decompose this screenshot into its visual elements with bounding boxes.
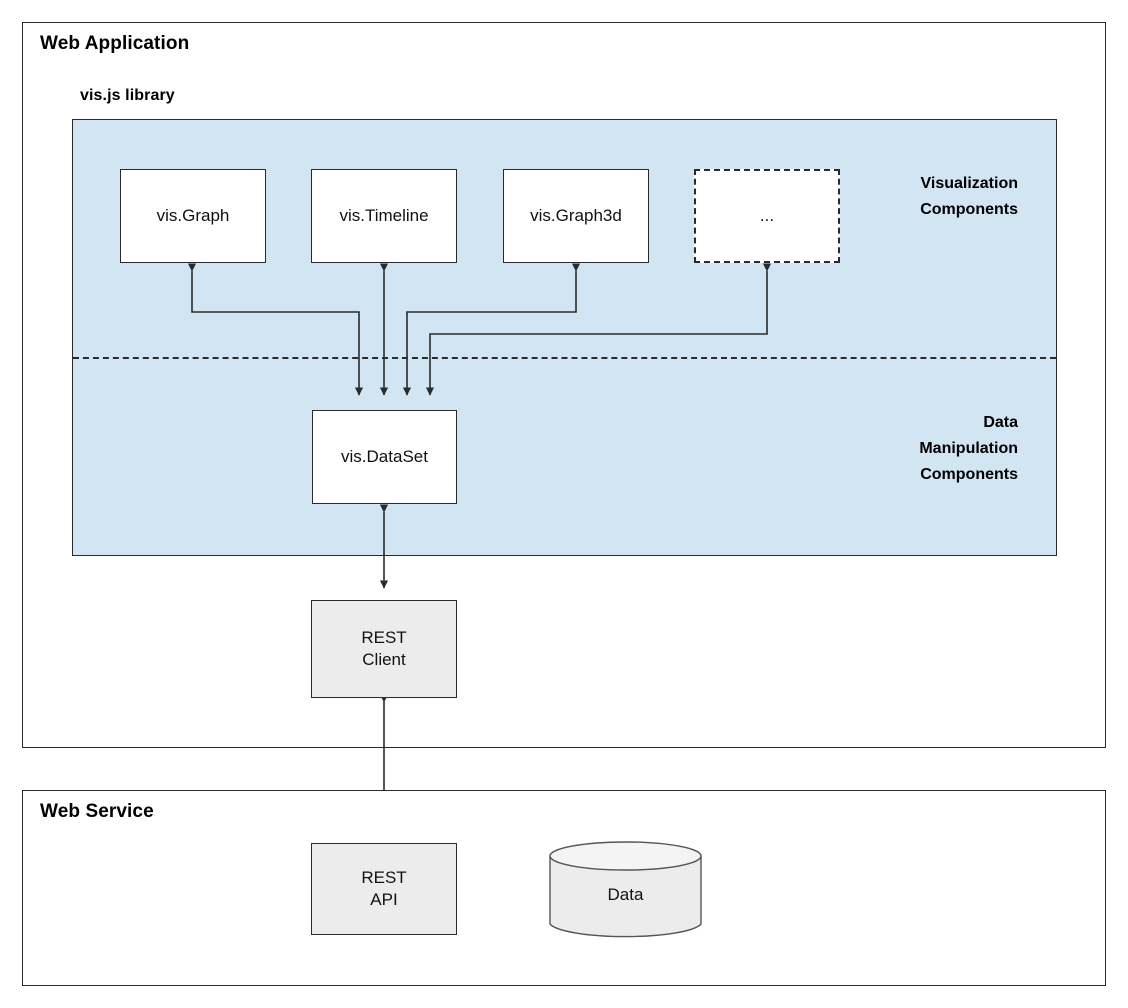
node-more-components[interactable]: ... (694, 169, 840, 263)
node-vis-timeline-label: vis.Timeline (339, 206, 429, 225)
node-rest-api-label: REST API (361, 868, 407, 909)
node-data-store[interactable]: Data (548, 841, 703, 939)
database-cylinder-icon (549, 841, 702, 938)
node-vis-dataset-label: vis.DataSet (341, 447, 428, 466)
section-label-data-manipulation: Data Manipulation Components (919, 414, 1018, 483)
node-vis-graph[interactable]: vis.Graph (120, 169, 266, 263)
node-vis-graph3d-label: vis.Graph3d (530, 206, 622, 225)
frame-web-application-title: Web Application (40, 33, 190, 54)
node-more-components-label: ... (759, 206, 775, 225)
section-label-visualization: Visualization Components (920, 175, 1018, 218)
node-vis-graph-label: vis.Graph (156, 206, 230, 225)
library-section-divider (73, 357, 1056, 359)
node-vis-timeline[interactable]: vis.Timeline (311, 169, 457, 263)
node-vis-graph3d[interactable]: vis.Graph3d (503, 169, 649, 263)
node-rest-client-label: REST Client (361, 628, 407, 669)
node-vis-dataset[interactable]: vis.DataSet (312, 410, 457, 504)
node-rest-client[interactable]: REST Client (311, 600, 457, 698)
frame-web-service-title: Web Service (40, 801, 154, 822)
node-rest-api[interactable]: REST API (311, 843, 457, 935)
node-data-store-label: Data (607, 885, 644, 904)
library-label: vis.js library (80, 87, 175, 104)
